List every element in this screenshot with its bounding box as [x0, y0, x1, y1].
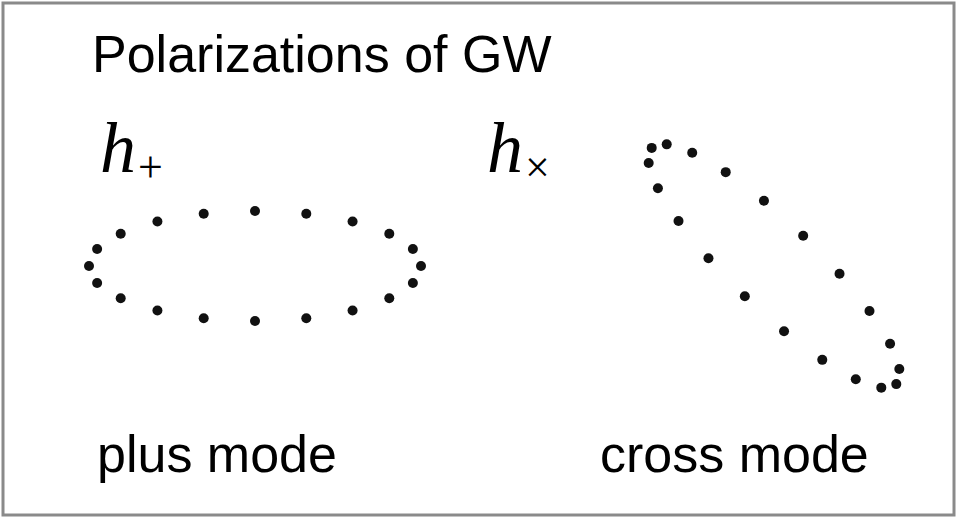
test-particle-dot — [84, 261, 94, 271]
test-particle-dot — [92, 278, 102, 288]
test-particle-dot — [891, 379, 901, 389]
mode-caption: cross mode — [600, 428, 869, 480]
test-particle-dot — [759, 196, 769, 206]
test-particle-dot — [416, 261, 426, 271]
test-particle-dot — [301, 209, 311, 219]
frame-border — [3, 3, 954, 515]
test-particle-dot — [348, 217, 358, 227]
test-particle-dot — [92, 244, 102, 254]
test-particle-dot — [116, 229, 126, 239]
test-particle-dot — [250, 206, 260, 216]
test-particle-dot — [644, 158, 654, 168]
plus-mode-particle-ring — [84, 206, 426, 326]
strain-symbol: h — [487, 112, 523, 184]
polarization-subscript: × — [525, 146, 550, 190]
test-particle-dot — [894, 364, 904, 374]
test-particle-dot — [721, 167, 731, 177]
test-particle-dot — [876, 383, 886, 393]
polarization-subscript: + — [138, 146, 163, 190]
test-particle-dot — [779, 326, 789, 336]
test-particle-dot — [384, 293, 394, 303]
test-particle-dot — [199, 209, 209, 219]
strain-symbol: h — [100, 112, 136, 184]
test-particle-dot — [250, 316, 260, 326]
figure-title: Polarizations of GW — [92, 28, 552, 80]
test-particle-dot — [653, 183, 663, 193]
cross-mode-particle-ring — [644, 139, 905, 392]
mode-caption: plus mode — [97, 428, 337, 480]
test-particle-dot — [199, 313, 209, 323]
test-particle-dot — [817, 355, 827, 365]
test-particle-dot — [703, 253, 713, 263]
test-particle-dot — [864, 306, 874, 316]
test-particle-dot — [851, 374, 861, 384]
test-particle-dot — [152, 305, 162, 315]
test-particle-dot — [348, 305, 358, 315]
test-particle-dot — [647, 143, 657, 153]
test-particle-dot — [301, 313, 311, 323]
test-particle-dot — [384, 229, 394, 239]
test-particle-dot — [408, 278, 418, 288]
test-particle-dot — [740, 291, 750, 301]
test-particle-dot — [662, 139, 672, 149]
test-particle-dot — [885, 339, 895, 349]
test-particle-dot — [687, 148, 697, 158]
test-particle-dot — [152, 217, 162, 227]
test-particle-dot — [835, 269, 845, 279]
test-particle-dot — [408, 244, 418, 254]
test-particle-dot — [116, 293, 126, 303]
test-particle-dot — [798, 231, 808, 241]
test-particle-dot — [674, 216, 684, 226]
